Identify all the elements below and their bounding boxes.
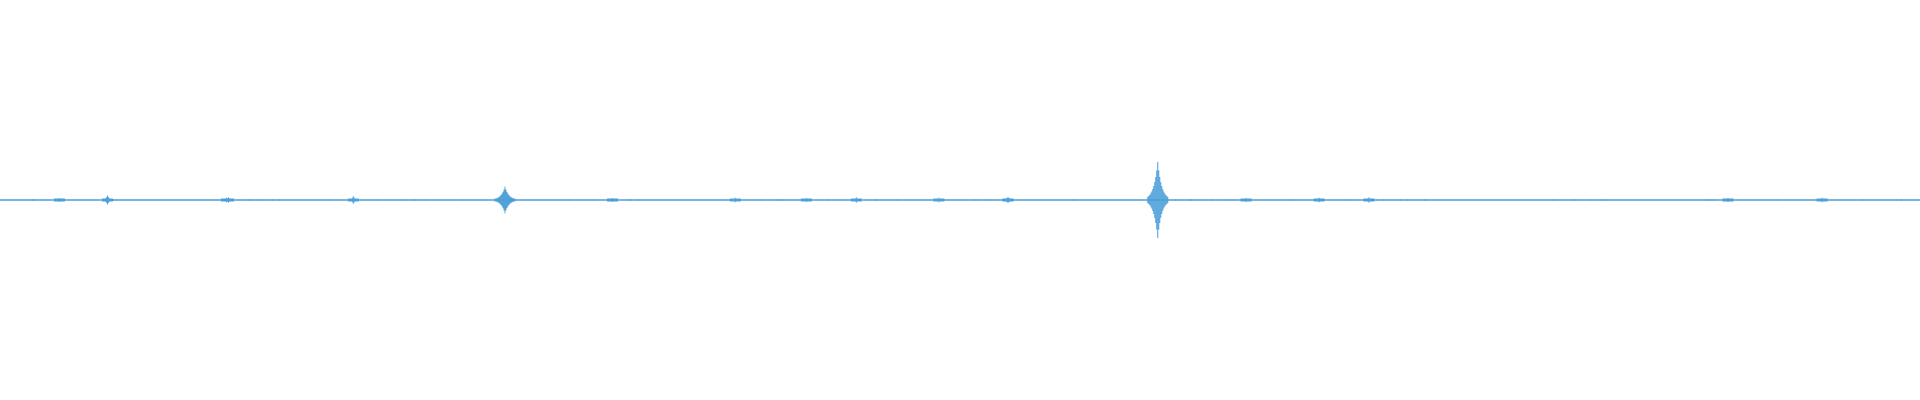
- waveform-trace: [0, 162, 1920, 238]
